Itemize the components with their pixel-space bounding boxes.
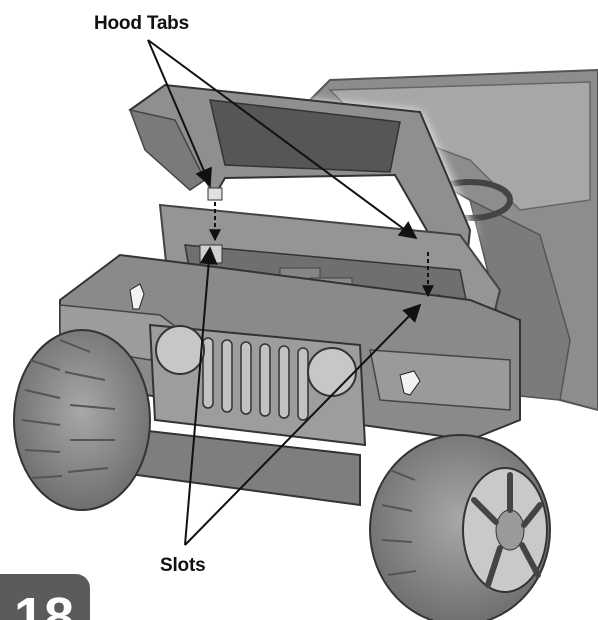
slots-leader-lines: [184, 246, 422, 546]
hood-tabs-leader-lines: [147, 39, 418, 240]
step-number: 18: [14, 587, 75, 620]
hood-tabs-label: Hood Tabs: [94, 13, 189, 34]
headlight-right: [307, 347, 357, 397]
raised-hood: [128, 83, 472, 280]
grille: [148, 323, 367, 447]
alignment-dashed-arrows: [209, 202, 434, 298]
front-left-tire: [13, 329, 151, 511]
step-badge: 18: [0, 574, 90, 620]
slots-label: Slots: [160, 555, 206, 576]
hood-tab-left: [207, 187, 223, 201]
headlight-left: [155, 325, 205, 375]
front-right-tire: [369, 434, 551, 620]
